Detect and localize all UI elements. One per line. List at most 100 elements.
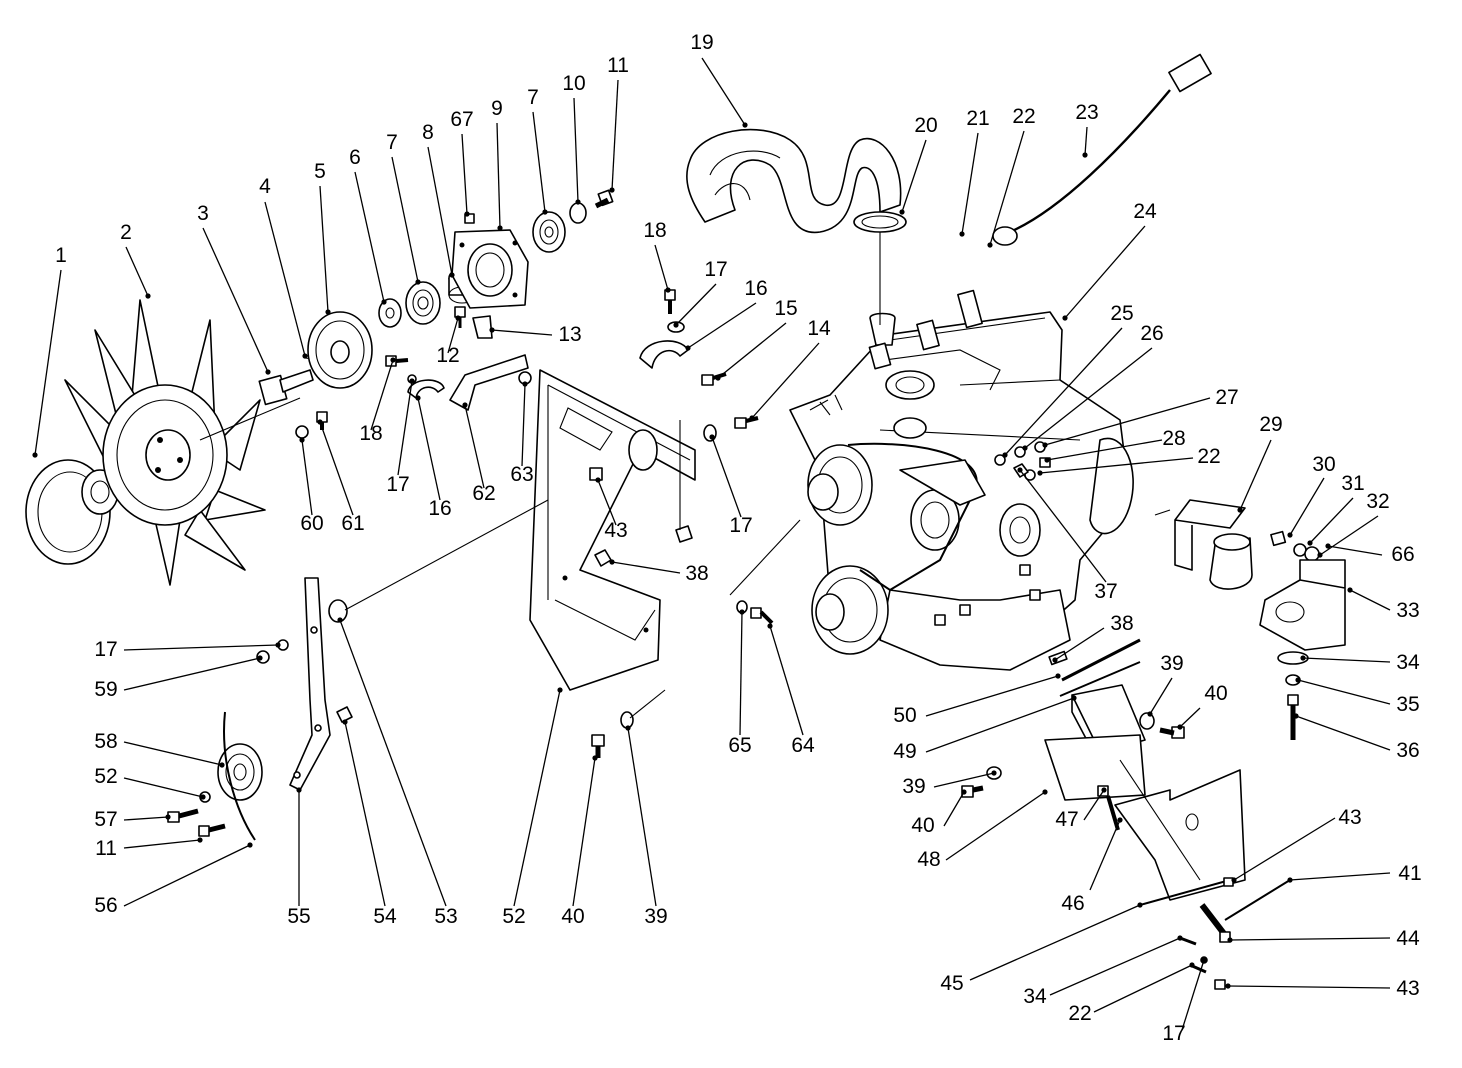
leader-line: [447, 317, 459, 354]
callout-55: 55: [287, 905, 310, 928]
leader-dot: [449, 272, 455, 278]
leader-line: [687, 302, 757, 349]
washer-32: [1304, 546, 1320, 562]
leader-dot: [275, 642, 281, 648]
callout-17-bottom: 17: [1162, 1022, 1185, 1045]
bearing-left: [405, 281, 441, 325]
callout-37: 37: [1094, 580, 1117, 603]
leader-dot: [673, 322, 679, 328]
callout-11-top: 11: [607, 54, 629, 77]
leader-line: [1179, 707, 1201, 728]
leader-dot: [317, 419, 323, 425]
leader-line: [925, 675, 1059, 717]
leader-dot: [557, 687, 563, 693]
callout-40-right: 40: [1204, 682, 1227, 705]
callout-19: 19: [690, 31, 713, 54]
leader-line: [627, 727, 657, 907]
bolt-30: [1270, 530, 1287, 547]
leader-dot: [200, 794, 206, 800]
leader-dot: [592, 755, 598, 761]
leader-line: [513, 689, 561, 907]
callout-17-arm: 17: [94, 638, 117, 661]
leader-dot: [257, 655, 263, 661]
leader-dot: [625, 725, 631, 731]
washer-10: [569, 202, 587, 224]
leader-line: [751, 342, 820, 419]
water-pump-pulley: [307, 311, 373, 389]
callout-57: 57: [94, 808, 117, 831]
leader-line: [933, 772, 995, 788]
leader-line: [1289, 872, 1391, 881]
leader-dot: [1052, 657, 1058, 663]
callout-28: 28: [1162, 427, 1185, 450]
leader-dot: [1177, 724, 1183, 730]
support-bracket: [529, 369, 696, 691]
leader-line: [532, 111, 546, 213]
callout-22-right: 22: [1197, 445, 1220, 468]
leader-dot: [390, 357, 396, 363]
callout-14: 14: [807, 317, 831, 340]
leader-dot: [302, 353, 308, 359]
leader-dot: [1227, 937, 1233, 943]
leader-dot: [1117, 817, 1123, 823]
leader-dot: [464, 211, 470, 217]
bolt-18: [385, 355, 409, 367]
callout-labels: 1 2 3 4 5 6 7 8 67 9 7 10 11 19 20 21 22…: [55, 31, 1422, 1045]
bolt-57: [167, 808, 199, 823]
leader-dot: [296, 787, 302, 793]
callout-56: 56: [94, 894, 117, 917]
leader-dot: [1287, 877, 1293, 883]
bracket-48: [1044, 734, 1146, 801]
bolt-18-upper: [664, 289, 676, 314]
nut-38: [594, 549, 612, 567]
leader-line: [1083, 789, 1105, 821]
leader-dot: [987, 242, 993, 248]
leader-line: [943, 791, 965, 827]
callout-2: 2: [120, 221, 132, 244]
callout-11-lower: 11: [95, 837, 117, 860]
callout-53: 53: [434, 905, 457, 928]
callout-13: 13: [558, 323, 581, 346]
leader-line: [427, 146, 453, 276]
callout-30: 30: [1312, 453, 1335, 476]
callout-16-lower: 16: [428, 497, 451, 520]
callout-39-lower: 39: [902, 775, 925, 798]
callout-61: 61: [341, 512, 364, 535]
cable-clamp-16-upper: [639, 340, 689, 369]
callout-18-lower: 18: [359, 422, 382, 445]
leader-line: [1093, 964, 1193, 1013]
leader-line: [1229, 937, 1391, 941]
washer-39-left: [620, 711, 634, 729]
leader-dot: [1042, 442, 1048, 448]
bolt-64: [750, 607, 774, 625]
leader-line: [1297, 679, 1391, 705]
leader-line: [123, 644, 279, 651]
bolt-36: [1287, 694, 1299, 740]
nut-60: [295, 425, 309, 439]
leader-dot: [1101, 787, 1107, 793]
callout-4: 4: [259, 175, 271, 198]
leader-dot: [1317, 552, 1323, 558]
callout-21: 21: [966, 107, 989, 130]
leader-dot: [665, 287, 671, 293]
callout-60: 60: [300, 512, 323, 535]
callout-67: 67: [450, 108, 473, 131]
callout-49: 49: [893, 740, 916, 763]
leader-dot: [415, 279, 421, 285]
callout-17-upper: 17: [704, 258, 727, 281]
leader-line: [654, 244, 669, 291]
bolt-14: [734, 416, 759, 429]
leader-line: [597, 479, 617, 526]
nut-25: [994, 454, 1006, 466]
bearing-right: [532, 211, 566, 253]
leader-dot: [575, 199, 581, 205]
leader-line: [319, 185, 329, 313]
nut-26: [1014, 446, 1026, 458]
bolt-28: [1039, 457, 1051, 468]
callout-54: 54: [373, 905, 397, 928]
callout-29: 29: [1259, 413, 1282, 436]
nut-54: [336, 706, 353, 723]
callout-58: 58: [94, 730, 117, 753]
washer-39-right: [1139, 712, 1155, 730]
callout-36: 36: [1396, 739, 1419, 762]
